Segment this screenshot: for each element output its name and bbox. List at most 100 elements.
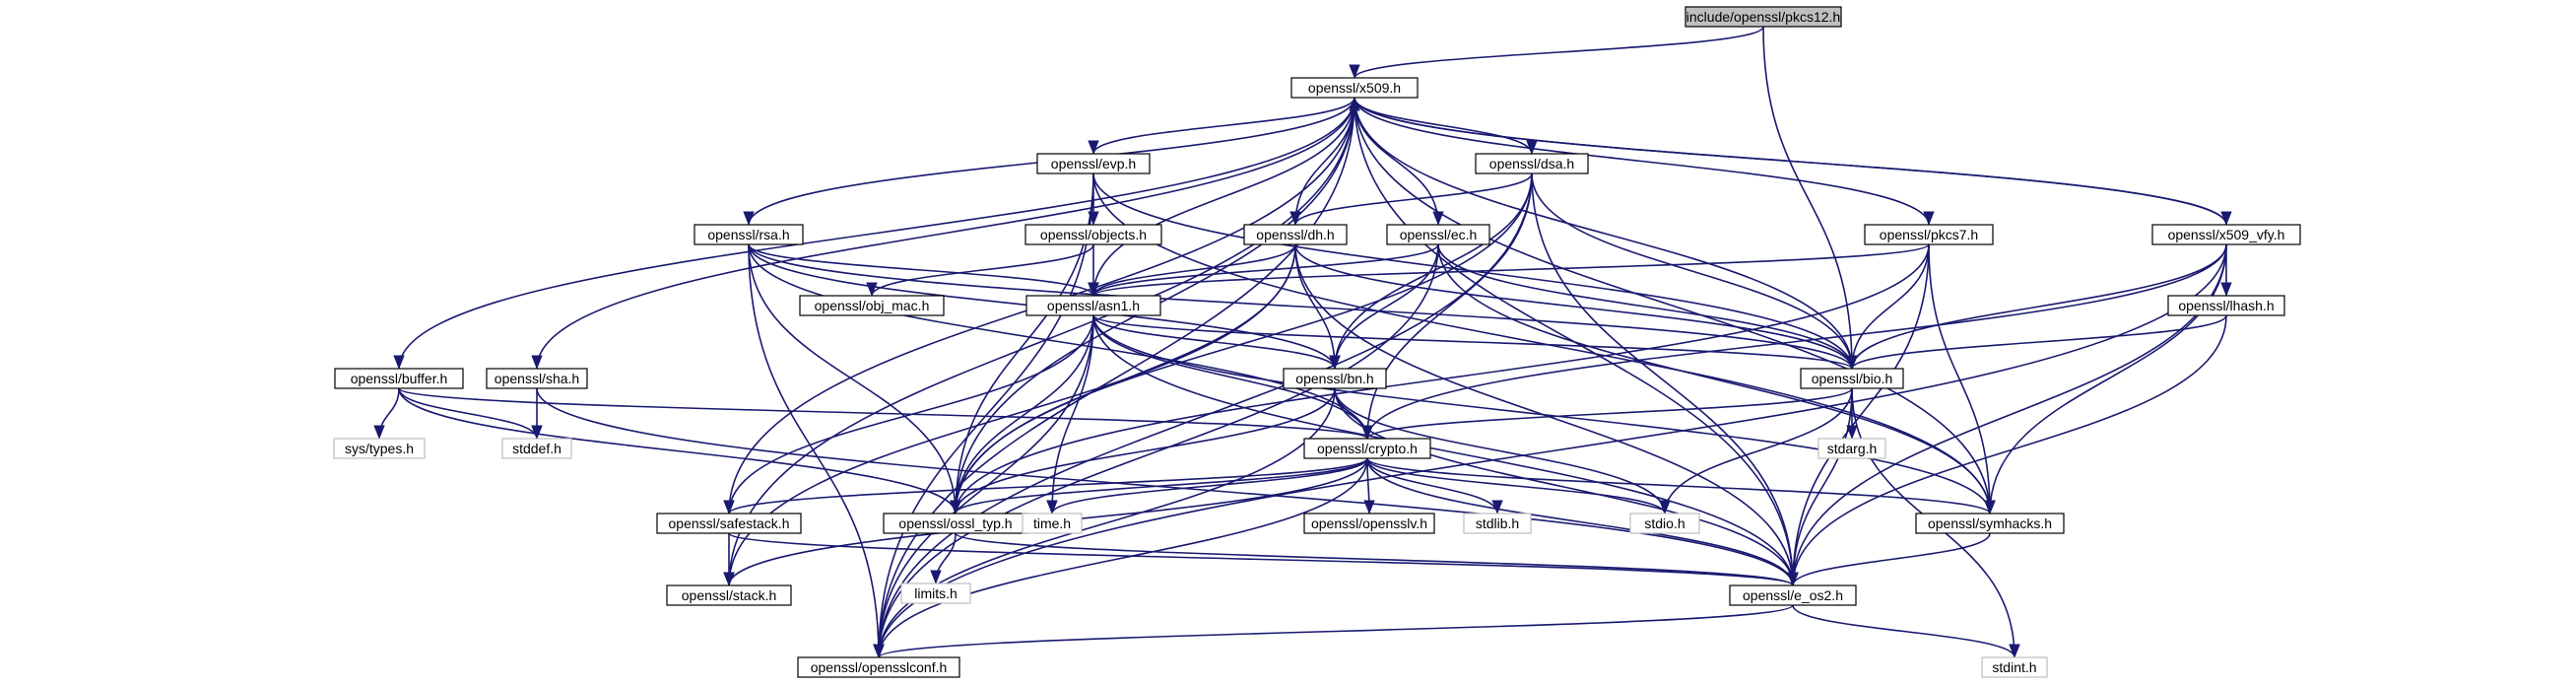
- edge-dh-to-asn1: [1088, 243, 1296, 297]
- node-ossltyp-label: openssl/ossl_typ.h: [898, 515, 1012, 531]
- edge-x509-to-pkcs7: [1354, 97, 1935, 226]
- edge-crypto-to-stdlib: [1366, 457, 1503, 514]
- node-symhacks-label: openssl/symhacks.h: [1928, 515, 2052, 531]
- node-x509[interactable]: openssl/x509.h: [1290, 77, 1419, 99]
- node-sha[interactable]: openssl/sha.h: [486, 368, 588, 389]
- node-stdint: stdint.h: [1981, 656, 2048, 678]
- edge-bn-to-eos2: [1334, 387, 1799, 586]
- node-safestack-label: openssl/safestack.h: [669, 515, 790, 531]
- edge-buffer-to-crypto: [398, 387, 1373, 440]
- node-asn1-box[interactable]: [1025, 295, 1161, 316]
- node-pkcs7-box[interactable]: [1864, 224, 1994, 245]
- edge-crypto-to-eos2: [1366, 457, 1799, 586]
- node-pkcs12-box[interactable]: [1684, 6, 1842, 28]
- node-objmac-box[interactable]: [799, 295, 945, 316]
- edge-asn1-to-timeh: [1046, 314, 1094, 514]
- node-systypes: sys/types.h: [333, 438, 426, 459]
- edge-x509-to-symhacks: [1354, 97, 1996, 514]
- node-dsa[interactable]: openssl/dsa.h: [1475, 153, 1589, 174]
- node-x509vfy-box[interactable]: [2151, 224, 2301, 245]
- edge-dsa-to-bn: [1329, 172, 1533, 370]
- node-crypto-box[interactable]: [1303, 438, 1431, 459]
- node-bio-box[interactable]: [1800, 368, 1904, 389]
- node-eos2[interactable]: openssl/e_os2.h: [1729, 584, 1857, 606]
- node-rsa-label: openssl/rsa.h: [707, 227, 789, 242]
- node-rsa[interactable]: openssl/rsa.h: [694, 224, 804, 245]
- node-stack-box[interactable]: [666, 584, 792, 606]
- node-pkcs7[interactable]: openssl/pkcs7.h: [1864, 224, 1994, 245]
- node-opensslconf[interactable]: openssl/opensslconf.h: [797, 656, 960, 678]
- edge-eos2-to-opensslconf: [873, 604, 1794, 658]
- node-opensslconf-box[interactable]: [797, 656, 960, 678]
- node-bio[interactable]: openssl/bio.h: [1800, 368, 1904, 389]
- edge-pkcs12-to-bio: [1762, 26, 1858, 370]
- node-evp-label: openssl/evp.h: [1051, 156, 1136, 172]
- node-stdlib-box: [1463, 513, 1532, 534]
- node-opensslv-box[interactable]: [1303, 513, 1435, 534]
- edge-bn-to-ossltyp: [950, 387, 1336, 514]
- edge-x509-to-stack: [723, 97, 1355, 586]
- node-dsa-box[interactable]: [1475, 153, 1589, 174]
- node-objects[interactable]: openssl/objects.h: [1024, 224, 1162, 245]
- node-pkcs12-label: include/openssl/pkcs12.h: [1686, 9, 1840, 25]
- node-stack[interactable]: openssl/stack.h: [666, 584, 792, 606]
- edge-ec-to-opensslconf: [873, 243, 1439, 658]
- edge-dh-to-bio: [1294, 243, 1858, 370]
- edge-rsa-to-opensslconf: [748, 243, 885, 658]
- node-pkcs12[interactable]: include/openssl/pkcs12.h: [1684, 6, 1842, 28]
- edge-pkcs7-to-ossltyp: [950, 243, 1930, 514]
- node-evp[interactable]: openssl/evp.h: [1036, 153, 1151, 174]
- node-safestack-box[interactable]: [656, 513, 802, 534]
- node-ec[interactable]: openssl/ec.h: [1386, 224, 1490, 245]
- node-buffer-box[interactable]: [334, 368, 464, 389]
- edge-buffer-to-ossltyp: [398, 387, 961, 514]
- node-sha-label: openssl/sha.h: [495, 371, 579, 386]
- node-safestack[interactable]: openssl/safestack.h: [656, 513, 802, 534]
- node-stdlib-label: stdlib.h: [1476, 515, 1519, 531]
- node-crypto-label: openssl/crypto.h: [1317, 441, 1418, 456]
- node-objmac[interactable]: openssl/obj_mac.h: [799, 295, 945, 316]
- node-opensslv[interactable]: openssl/opensslv.h: [1303, 513, 1435, 534]
- node-evp-box[interactable]: [1036, 153, 1151, 174]
- node-dh-box[interactable]: [1243, 224, 1348, 245]
- node-rsa-box[interactable]: [694, 224, 804, 245]
- edge-rsa-to-crypto: [748, 243, 1373, 440]
- node-asn1[interactable]: openssl/asn1.h: [1025, 295, 1161, 316]
- node-eos2-box[interactable]: [1729, 584, 1857, 606]
- node-objects-box[interactable]: [1024, 224, 1162, 245]
- edge-rsa-to-asn1: [748, 243, 1099, 297]
- header-nodes: include/openssl/pkcs12.h openssl/x509.h op…: [333, 6, 2301, 678]
- node-symhacks[interactable]: openssl/symhacks.h: [1915, 513, 2065, 534]
- node-x509-label: openssl/x509.h: [1308, 80, 1401, 96]
- edge-pkcs7-to-symhacks: [1928, 243, 1996, 514]
- node-bn-box[interactable]: [1283, 368, 1387, 389]
- node-bio-label: openssl/bio.h: [1812, 371, 1893, 386]
- node-objects-label: openssl/objects.h: [1040, 227, 1147, 242]
- node-buffer-label: openssl/buffer.h: [351, 371, 448, 386]
- edge-crypto-to-symhacks: [1366, 457, 1996, 514]
- edge-asn1-to-crypto: [1092, 314, 1373, 440]
- node-x509-box[interactable]: [1290, 77, 1419, 99]
- edge-rsa-to-ossltyp: [748, 243, 961, 514]
- node-stack-label: openssl/stack.h: [682, 587, 777, 603]
- edge-ossltyp-to-limits: [930, 532, 957, 584]
- node-ec-box[interactable]: [1386, 224, 1490, 245]
- node-opensslv-label: openssl/opensslv.h: [1311, 515, 1427, 531]
- node-crypto[interactable]: openssl/crypto.h: [1303, 438, 1431, 459]
- node-x509vfy[interactable]: openssl/x509_vfy.h: [2151, 224, 2301, 245]
- node-ossltyp[interactable]: openssl/ossl_typ.h: [883, 513, 1028, 534]
- node-bn[interactable]: openssl/bn.h: [1283, 368, 1387, 389]
- node-symhacks-box[interactable]: [1915, 513, 2065, 534]
- node-asn1-label: openssl/asn1.h: [1047, 298, 1140, 313]
- node-dh[interactable]: openssl/dh.h: [1243, 224, 1348, 245]
- node-buffer[interactable]: openssl/buffer.h: [334, 368, 464, 389]
- node-lhash[interactable]: openssl/lhash.h: [2167, 295, 2285, 316]
- dependency-edges: [373, 26, 2232, 658]
- node-sha-box[interactable]: [486, 368, 588, 389]
- edge-asn1-to-eos2: [1092, 314, 1799, 586]
- node-lhash-box[interactable]: [2167, 295, 2285, 316]
- node-limits-label: limits.h: [914, 585, 958, 601]
- edge-x509-to-ec: [1354, 97, 1444, 226]
- edge-eos2-to-stdint: [1792, 604, 2020, 658]
- node-limits: limits.h: [900, 583, 971, 604]
